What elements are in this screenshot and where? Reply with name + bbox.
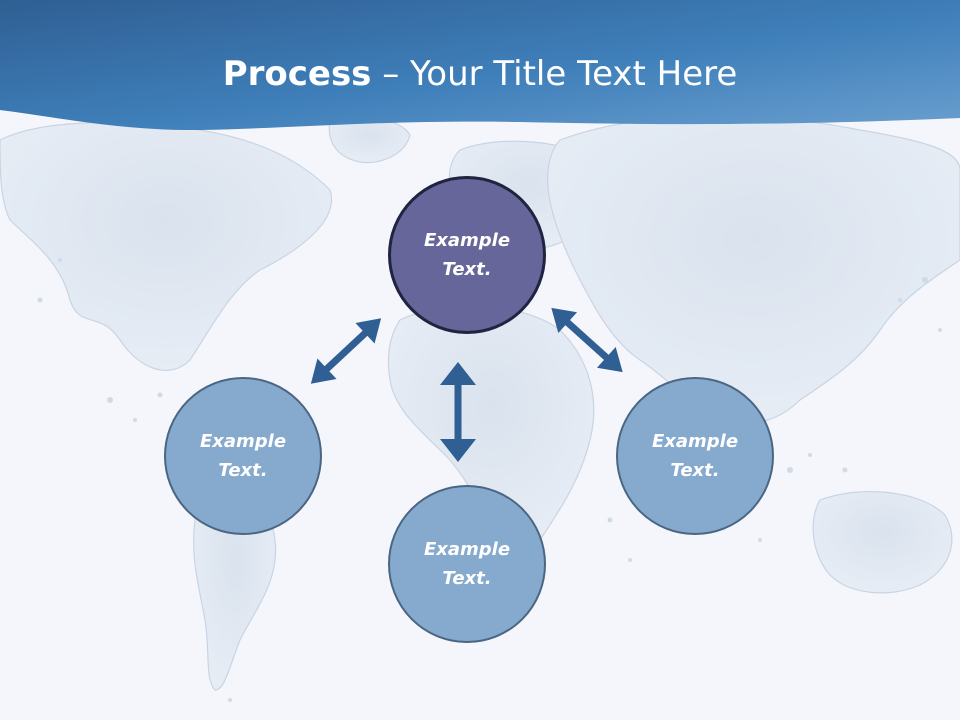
- node-line1: Example: [423, 539, 511, 560]
- title-rest: – Your Title Text Here: [382, 54, 738, 94]
- node-line2: Text.: [442, 568, 492, 589]
- process-node-bottom[interactable]: Example Text.: [388, 485, 546, 643]
- world-map-shapes: [0, 115, 960, 691]
- node-line2: Text.: [442, 259, 492, 280]
- node-line2: Text.: [218, 460, 268, 481]
- process-node-top[interactable]: Example Text.: [388, 176, 546, 334]
- process-node-left[interactable]: Example Text.: [164, 377, 322, 535]
- node-text: Example Text.: [424, 535, 510, 593]
- title-bold: Process: [222, 54, 372, 94]
- node-text: Example Text.: [200, 427, 286, 485]
- process-node-right[interactable]: Example Text.: [616, 377, 774, 535]
- node-text: Example Text.: [652, 427, 738, 485]
- node-line1: Example: [651, 431, 739, 452]
- node-text: Example Text.: [424, 226, 510, 284]
- header-band: [0, 0, 960, 131]
- node-line1: Example: [423, 230, 511, 251]
- node-line1: Example: [199, 431, 287, 452]
- slide-title: Process – Your Title Text Here: [0, 52, 960, 96]
- node-line2: Text.: [670, 460, 720, 481]
- splash-droplets: [37, 258, 942, 702]
